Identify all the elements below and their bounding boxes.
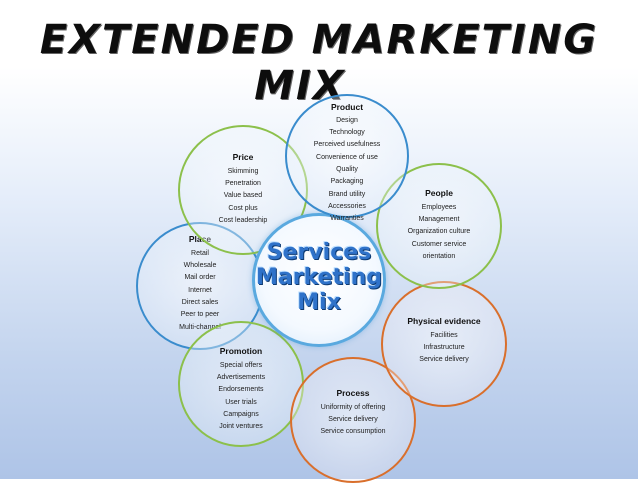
product-item: Quality: [336, 165, 358, 173]
people-item: Organization culture: [407, 228, 471, 236]
product-item: Design: [336, 116, 358, 124]
center-label: Services Marketing Mix: [255, 240, 383, 315]
people-item: orientation: [422, 252, 456, 260]
physical-evidence-item: Infrastructure: [423, 344, 465, 352]
process-item: Service consumption: [320, 428, 386, 436]
promotion-item: Campaigns: [223, 410, 259, 418]
product-item: Packaging: [330, 178, 364, 186]
product-item: Brand utility: [328, 190, 366, 198]
product-item: Convenience of use: [316, 153, 378, 161]
price-item: Penetration: [225, 180, 261, 188]
process-item: Service delivery: [328, 416, 378, 424]
place-item: Mail order: [184, 274, 216, 282]
product-title: Product: [330, 102, 364, 112]
people-item: Employees: [421, 203, 457, 211]
center-circle: Services Marketing Mix: [252, 213, 386, 347]
physical-evidence-title: Physical evidence: [407, 316, 481, 326]
product-item: Perceived usefulness: [313, 141, 381, 149]
place-item: Peer to peer: [180, 311, 220, 319]
product-item: Technology: [329, 129, 365, 137]
process-item: Uniformity of offering: [320, 403, 386, 411]
center-line-2: Marketing: [255, 265, 383, 290]
place-item: Internet: [188, 286, 212, 294]
promotion-item: Advertisements: [216, 374, 266, 382]
title-line-1: EXTENDED MARKETING: [39, 17, 599, 63]
price-item: Cost leadership: [218, 216, 268, 224]
title-line-2: MIX: [254, 63, 346, 109]
place-item: Wholesale: [183, 262, 217, 270]
price-item: Cost plus: [228, 204, 258, 212]
place-item: Multi-channel: [179, 323, 221, 331]
promotion-item: Joint ventures: [219, 423, 263, 431]
promotion-item: User trials: [225, 398, 257, 406]
place-item: Direct sales: [181, 298, 219, 306]
place-item: Retail: [191, 249, 209, 257]
physical-evidence-item: Facilities: [430, 331, 458, 339]
people-item: Customer service: [411, 240, 467, 248]
people-item: Management: [418, 216, 460, 224]
price-item: Skimming: [227, 167, 259, 175]
people-title: People: [425, 188, 453, 198]
promotion-item: Endorsements: [218, 386, 264, 394]
process-title: Process: [336, 388, 370, 398]
promotion-item: Special offers: [219, 361, 263, 369]
price-item: Value based: [223, 192, 263, 200]
product-item: Accessories: [328, 202, 366, 210]
price-title: Price: [232, 152, 254, 162]
center-line-1: Services: [266, 240, 372, 265]
physical-evidence-item: Service delivery: [419, 356, 469, 364]
product-item: Warranties: [330, 215, 364, 223]
promotion-title: Promotion: [219, 346, 263, 356]
center-line-3: Mix: [297, 290, 341, 315]
